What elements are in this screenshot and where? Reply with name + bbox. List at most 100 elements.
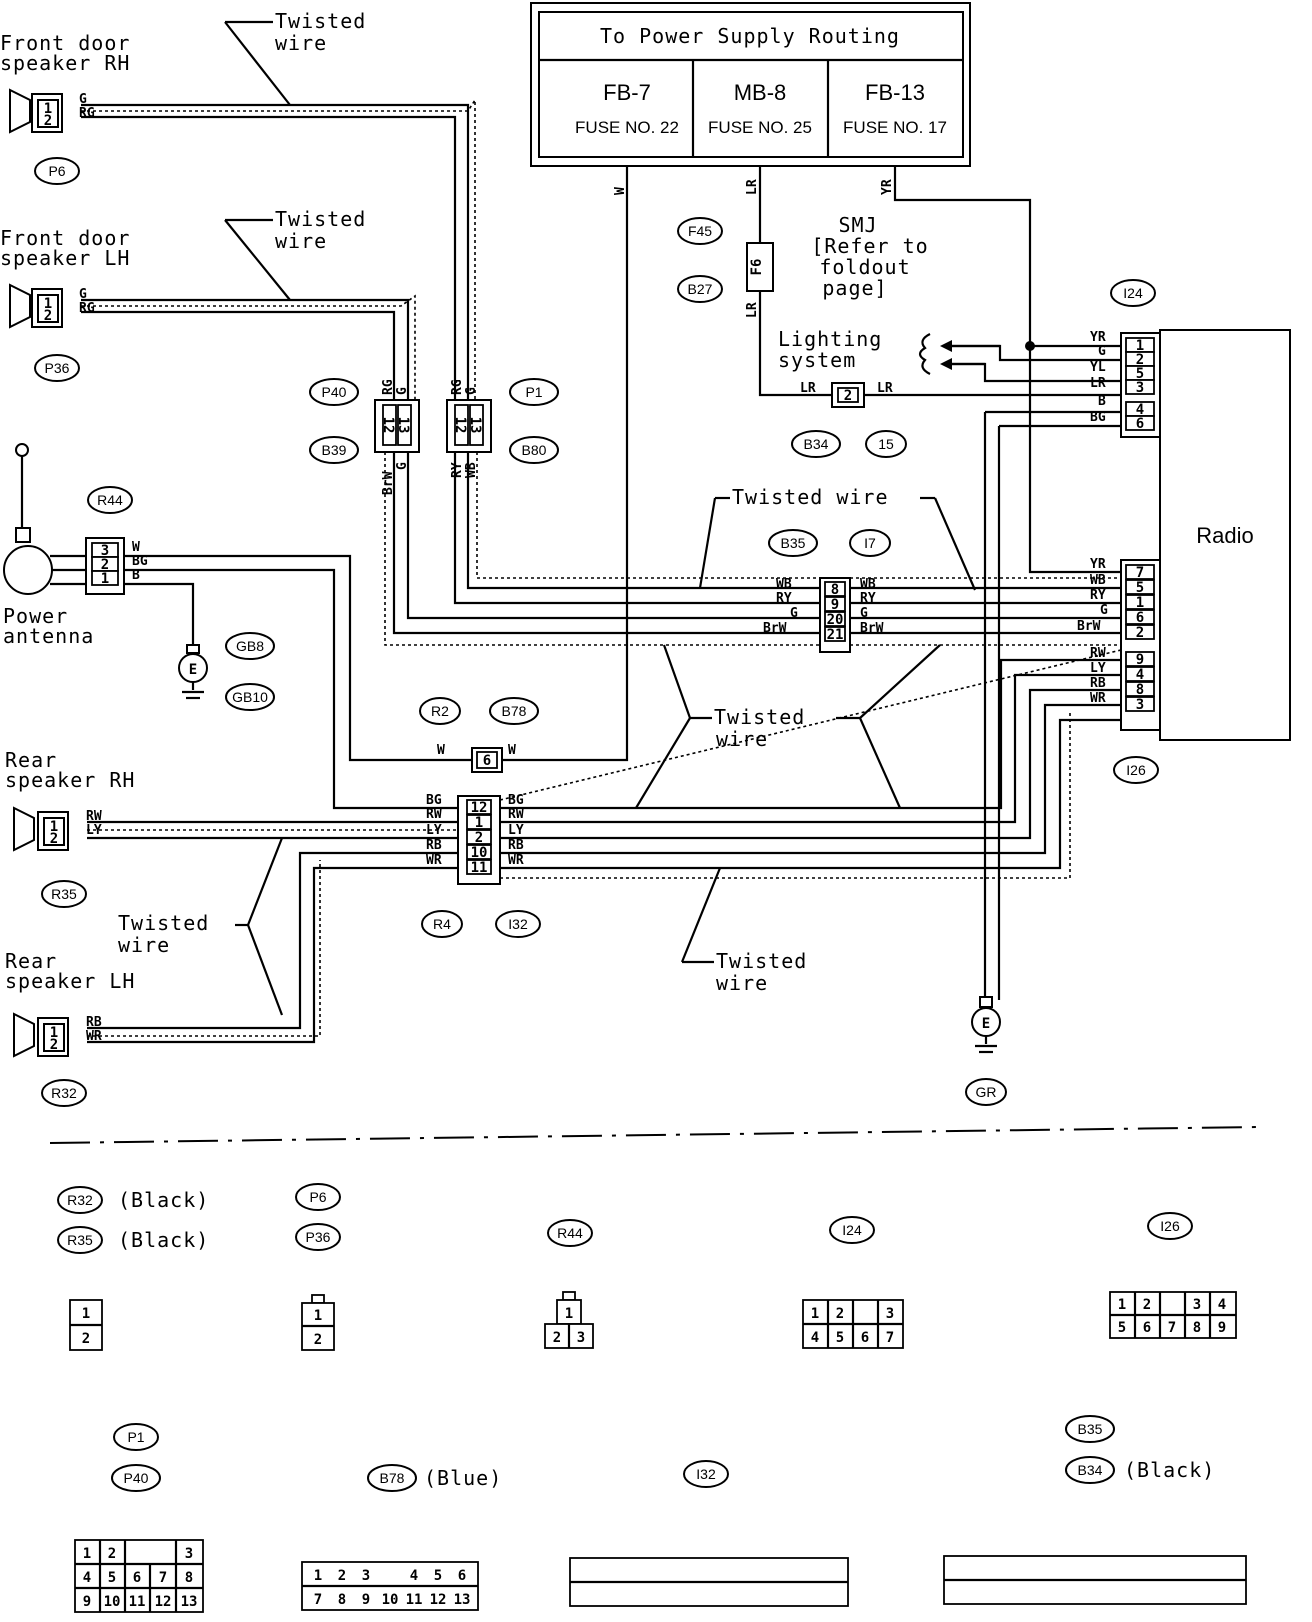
- svg-text:6: 6: [133, 1570, 141, 1586]
- svg-text:8: 8: [185, 1570, 193, 1586]
- fuse-block-1: FB-7: [603, 80, 651, 105]
- svg-text:G: G: [860, 606, 868, 621]
- smj-label-3: foldout: [819, 255, 910, 279]
- svg-text:YR: YR: [1090, 557, 1106, 572]
- ground-symbol-gr: E: [971, 996, 1001, 1054]
- svg-text:RG: RG: [450, 379, 465, 395]
- svg-text:WB: WB: [860, 577, 876, 592]
- svg-text:I24: I24: [842, 1222, 862, 1238]
- svg-text:W: W: [613, 187, 628, 195]
- svg-text:R35: R35: [67, 1232, 93, 1248]
- svg-text:LY: LY: [508, 823, 524, 838]
- svg-text:1: 1: [314, 1308, 322, 1324]
- lighting-label-2: system: [778, 348, 856, 372]
- tag-gb10: GB10: [232, 689, 268, 705]
- svg-text:RG: RG: [79, 106, 95, 121]
- lighting-label-1: Lighting: [778, 327, 882, 351]
- front-rh-label-2: speaker RH: [0, 51, 130, 75]
- svg-text:(Blue): (Blue): [424, 1466, 502, 1490]
- tag-r2: R2: [431, 703, 449, 719]
- front-rh-label-1: Front door: [0, 31, 130, 55]
- svg-text:2: 2: [50, 1037, 58, 1053]
- lighting-arrows: [918, 333, 1000, 375]
- svg-text:1: 1: [811, 1306, 819, 1322]
- svg-text:10: 10: [471, 845, 488, 861]
- antenna-label-2: antenna: [3, 624, 94, 648]
- tag-i24: I24: [1123, 285, 1143, 301]
- svg-text:Twisted: Twisted: [275, 9, 366, 33]
- svg-text:G: G: [464, 387, 479, 395]
- svg-text:(Black): (Black): [118, 1188, 209, 1212]
- svg-text:2: 2: [44, 308, 52, 324]
- svg-text:12: 12: [155, 1594, 172, 1610]
- rear-rh-label-1: Rear: [5, 748, 57, 772]
- svg-text:4: 4: [410, 1568, 418, 1584]
- svg-text:13: 13: [454, 1592, 471, 1608]
- svg-text:1: 1: [44, 101, 52, 117]
- svg-text:5: 5: [108, 1570, 116, 1586]
- tag-b39: B39: [322, 442, 347, 458]
- tag-gb8: GB8: [236, 638, 264, 654]
- connector-legend: R32 (Black) R35 (Black) 1 2 P6 P36 1 2 R…: [57, 1183, 1247, 1613]
- connector-b34: 2 LR LR: [800, 381, 893, 408]
- svg-text:wire: wire: [275, 31, 327, 55]
- svg-text:BG: BG: [132, 554, 148, 569]
- svg-text:RB: RB: [426, 838, 442, 853]
- svg-text:1: 1: [50, 819, 58, 835]
- svg-text:7: 7: [159, 1570, 167, 1586]
- svg-text:LR: LR: [1090, 376, 1106, 391]
- svg-text:1: 1: [1136, 338, 1144, 354]
- svg-text:1: 1: [1118, 1297, 1126, 1313]
- svg-text:2: 2: [314, 1332, 322, 1348]
- svg-text:W: W: [132, 540, 140, 555]
- rear-rh-label-2: speaker RH: [5, 768, 135, 792]
- svg-text:10: 10: [382, 1592, 399, 1608]
- svg-text:6: 6: [861, 1330, 869, 1346]
- fuse-number-2: FUSE NO. 25: [708, 118, 812, 137]
- svg-text:4: 4: [1218, 1297, 1226, 1313]
- svg-text:9: 9: [1218, 1320, 1226, 1336]
- svg-text:12: 12: [471, 800, 488, 816]
- svg-text:13: 13: [395, 417, 411, 434]
- svg-text:11: 11: [471, 860, 488, 876]
- svg-text:5: 5: [1136, 580, 1144, 596]
- svg-text:RW: RW: [1090, 646, 1106, 661]
- svg-text:RG: RG: [79, 301, 95, 316]
- svg-text:7: 7: [886, 1330, 894, 1346]
- svg-text:E: E: [189, 662, 197, 678]
- svg-text:WR: WR: [86, 1029, 102, 1044]
- svg-text:W: W: [437, 743, 445, 758]
- svg-text:10: 10: [104, 1594, 121, 1610]
- connector-tags: P6 P36 P40 B39 P1 B80 F45 B27 I24 B34 15…: [34, 157, 1159, 1107]
- svg-text:B78: B78: [380, 1470, 405, 1486]
- svg-text:BG: BG: [508, 793, 524, 808]
- svg-text:YR: YR: [880, 179, 895, 195]
- svg-text:P36: P36: [306, 1229, 331, 1245]
- power-supply-box: To Power Supply Routing FB-7 FUSE NO. 22…: [530, 2, 971, 167]
- svg-text:12: 12: [380, 417, 396, 434]
- front-lh-speaker: 1 2 G RG: [9, 283, 95, 329]
- twisted-markers: [81, 97, 1122, 1037]
- tag-b78: B78: [502, 703, 527, 719]
- svg-text:G: G: [1100, 603, 1108, 618]
- tag-p6: P6: [48, 163, 65, 179]
- rear-lh-speaker: 1 2 RB WR: [13, 1012, 102, 1058]
- svg-text:2: 2: [844, 388, 852, 404]
- svg-text:3: 3: [1136, 697, 1144, 713]
- svg-text:G: G: [79, 92, 87, 107]
- svg-text:1: 1: [50, 1025, 58, 1041]
- svg-text:5: 5: [1118, 1320, 1126, 1336]
- svg-text:BrW: BrW: [763, 621, 787, 636]
- svg-text:Twisted: Twisted: [716, 949, 807, 973]
- svg-text:B: B: [1098, 394, 1106, 409]
- front-lh-label-2: speaker LH: [0, 246, 130, 270]
- tag-i26: I26: [1126, 762, 1146, 778]
- connector-r4: 12 1 2 10 11 BG RW LY RB WR BG RW LY RB …: [426, 793, 524, 885]
- svg-text:B: B: [132, 568, 140, 583]
- svg-text:9: 9: [362, 1592, 370, 1608]
- svg-text:5: 5: [1136, 366, 1144, 382]
- tag-r44: R44: [97, 492, 123, 508]
- svg-text:P6: P6: [309, 1189, 326, 1205]
- svg-text:BG: BG: [426, 793, 442, 808]
